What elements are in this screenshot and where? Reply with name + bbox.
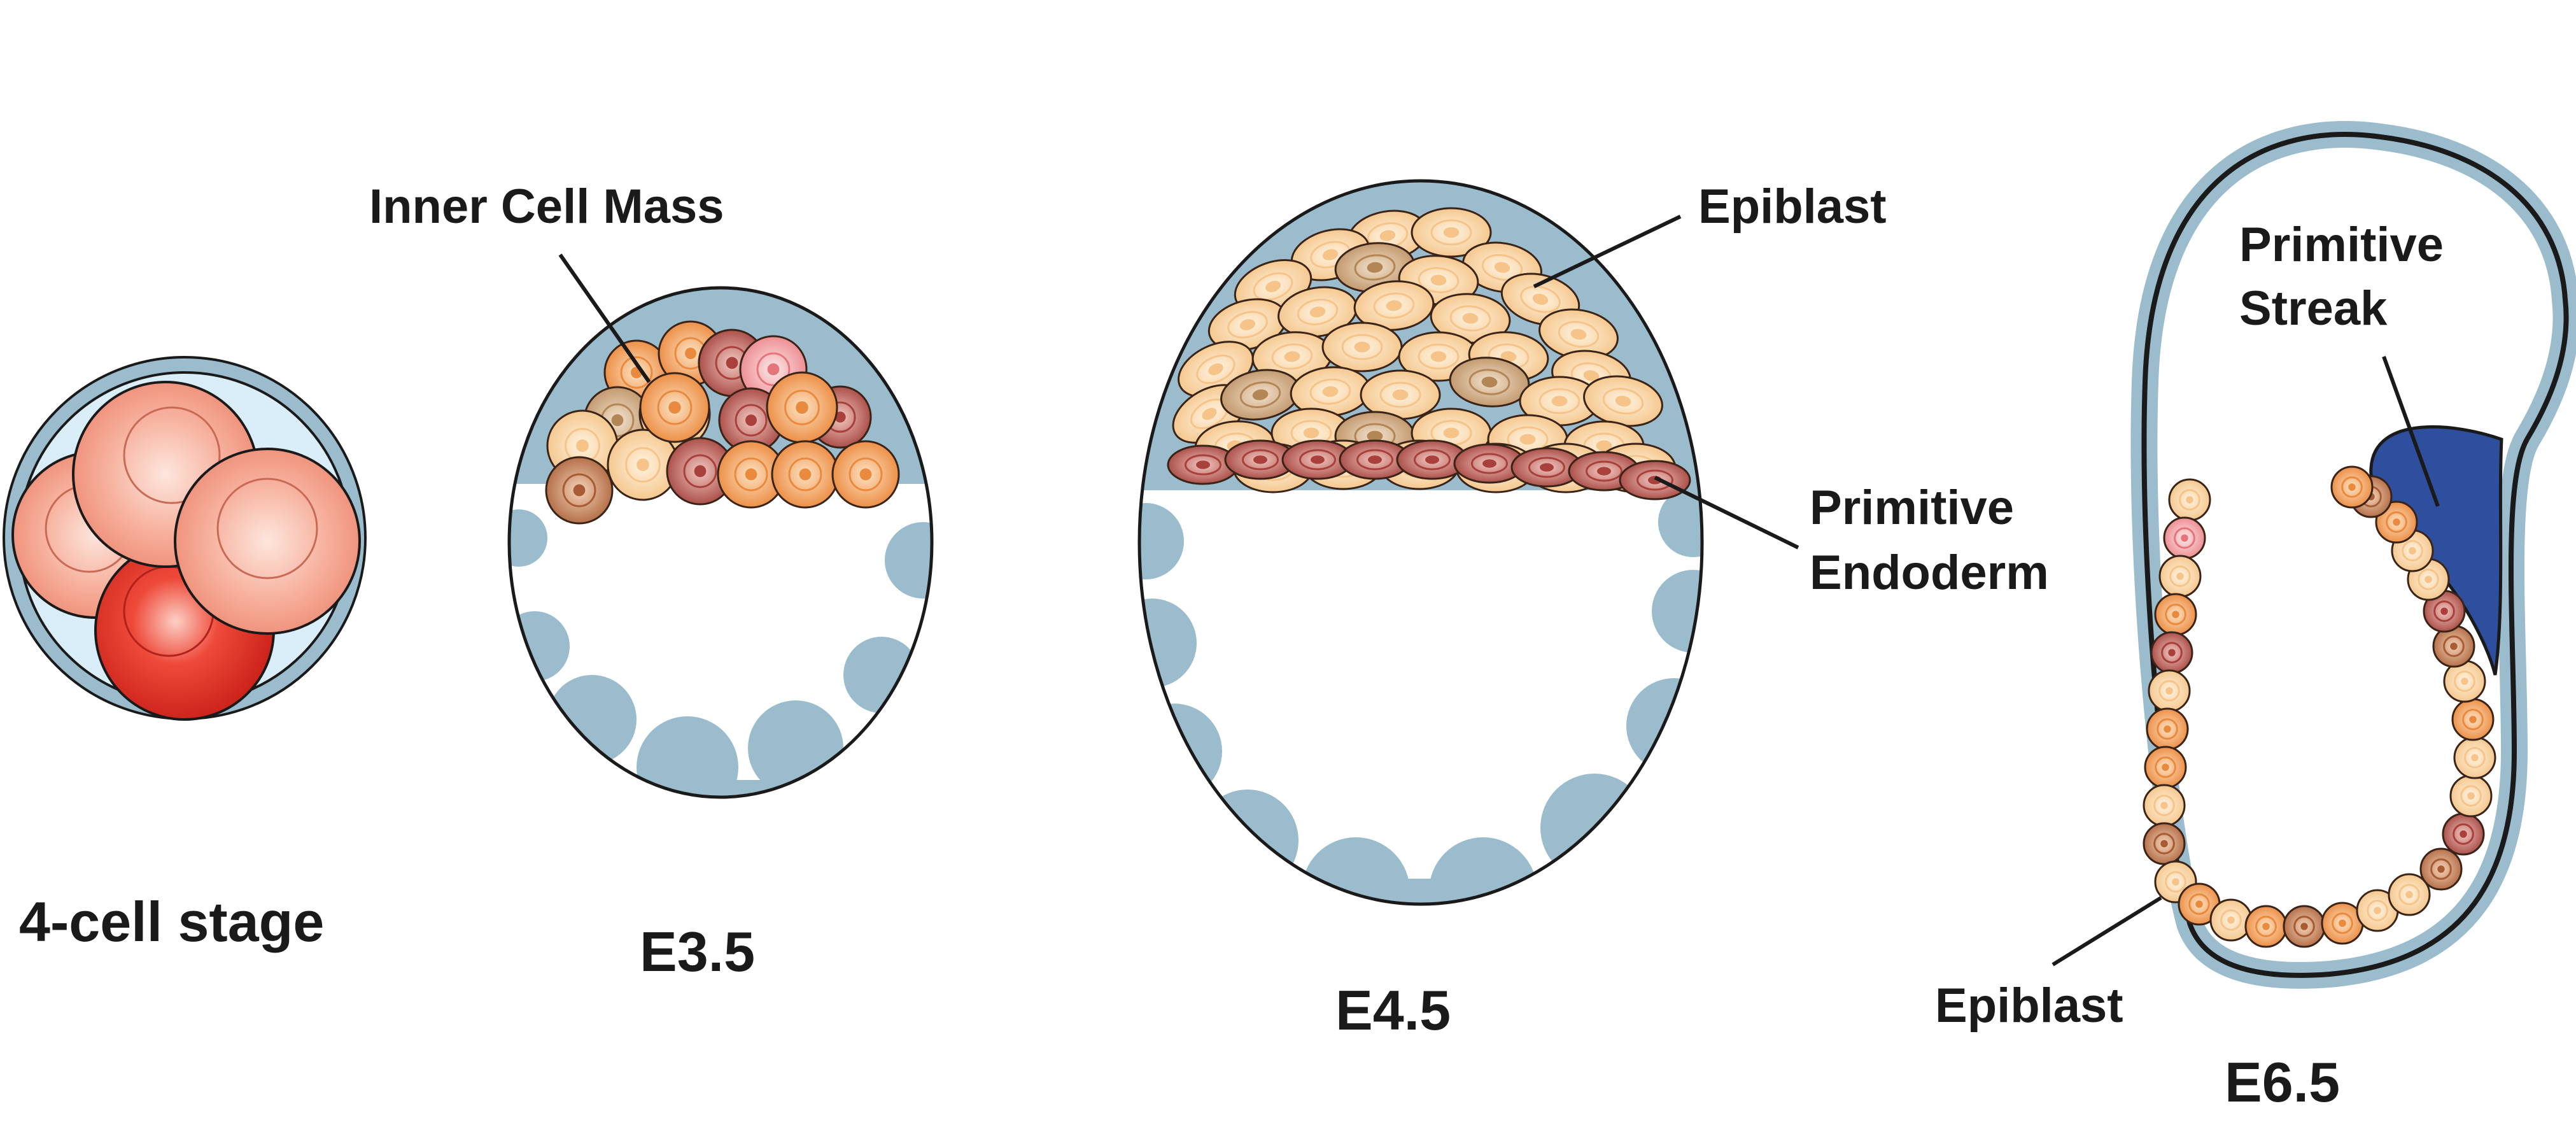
- leader-primitive-streak: [2382, 355, 2440, 507]
- label-e65: E6.5: [2225, 1051, 2340, 1114]
- cell: [2419, 847, 2463, 891]
- cell: [1396, 439, 1468, 480]
- cell: [1167, 444, 1239, 485]
- cell: [771, 440, 840, 509]
- cell: [2453, 736, 2496, 779]
- cell: [717, 440, 785, 509]
- primitive-endoderm-layer: [1167, 439, 1691, 500]
- cell: [2442, 812, 2485, 856]
- cell: [2146, 707, 2189, 751]
- inner-cell-mass-cluster: [545, 320, 900, 525]
- cell: [2148, 669, 2191, 712]
- e35-blastocyst: [507, 286, 934, 799]
- cell: [1538, 308, 1619, 360]
- cell: [2150, 631, 2193, 674]
- cell: [1277, 286, 1358, 338]
- cell: [831, 440, 900, 509]
- cell: [2163, 516, 2206, 560]
- e65-outline: [2141, 132, 2569, 978]
- leader-epiblast-e65: [2052, 896, 2162, 967]
- label-primitive-endoderm-line1: Primitive: [1810, 481, 2014, 535]
- label-epiblast-e65: Epiblast: [1935, 979, 2123, 1033]
- label-primitive-endoderm-line2: Endoderm: [1810, 546, 2049, 600]
- cell: [2388, 873, 2431, 916]
- cell: [766, 371, 838, 444]
- cell: [2158, 555, 2202, 598]
- cell: [1224, 439, 1297, 480]
- cell: [2168, 478, 2211, 521]
- epiblast-cup: [2143, 465, 2496, 948]
- cell: [1207, 298, 1288, 351]
- cell: [2451, 698, 2495, 741]
- cell: [2143, 784, 2186, 827]
- cell: [2283, 905, 2326, 948]
- cell: [2449, 774, 2493, 818]
- cell: [2154, 593, 2197, 636]
- cell: [2375, 500, 2418, 544]
- label-4-cell-stage: 4-cell stage: [19, 890, 324, 953]
- leader-inner-cell-mass: [558, 253, 651, 383]
- cell: [545, 456, 614, 525]
- cell: [1430, 293, 1511, 344]
- e45-blastocyst: [1137, 179, 1704, 906]
- cell: [2143, 822, 2186, 865]
- label-e35: E3.5: [640, 920, 755, 983]
- cell: [2144, 746, 2187, 789]
- label-inner-cell-mass: Inner Cell Mass: [369, 180, 724, 234]
- cell: [2209, 898, 2253, 942]
- four-cell-embryo: [3, 356, 367, 721]
- cell: [1583, 375, 1663, 427]
- cell: [1360, 369, 1441, 420]
- cell: [1619, 460, 1691, 500]
- cell: [2330, 465, 2374, 509]
- blastomere: [174, 448, 361, 635]
- label-primitive-streak-line1: Primitive: [2239, 218, 2444, 272]
- cell: [1411, 207, 1492, 258]
- label-e45: E4.5: [1335, 979, 1451, 1042]
- cell: [1449, 357, 1530, 408]
- cell: [1321, 322, 1403, 372]
- cell: [1251, 331, 1333, 382]
- leader-primitive-endoderm: [1654, 476, 1799, 549]
- cell: [2443, 660, 2486, 703]
- cell: [639, 372, 710, 443]
- label-primitive-streak-line2: Streak: [2239, 281, 2388, 336]
- label-epiblast-e45: Epiblast: [1698, 180, 1887, 234]
- leader-epiblast-e45: [1533, 215, 1682, 288]
- cell: [2244, 905, 2288, 948]
- cell: [1353, 280, 1435, 331]
- e65-egg-cylinder: [2130, 121, 2576, 989]
